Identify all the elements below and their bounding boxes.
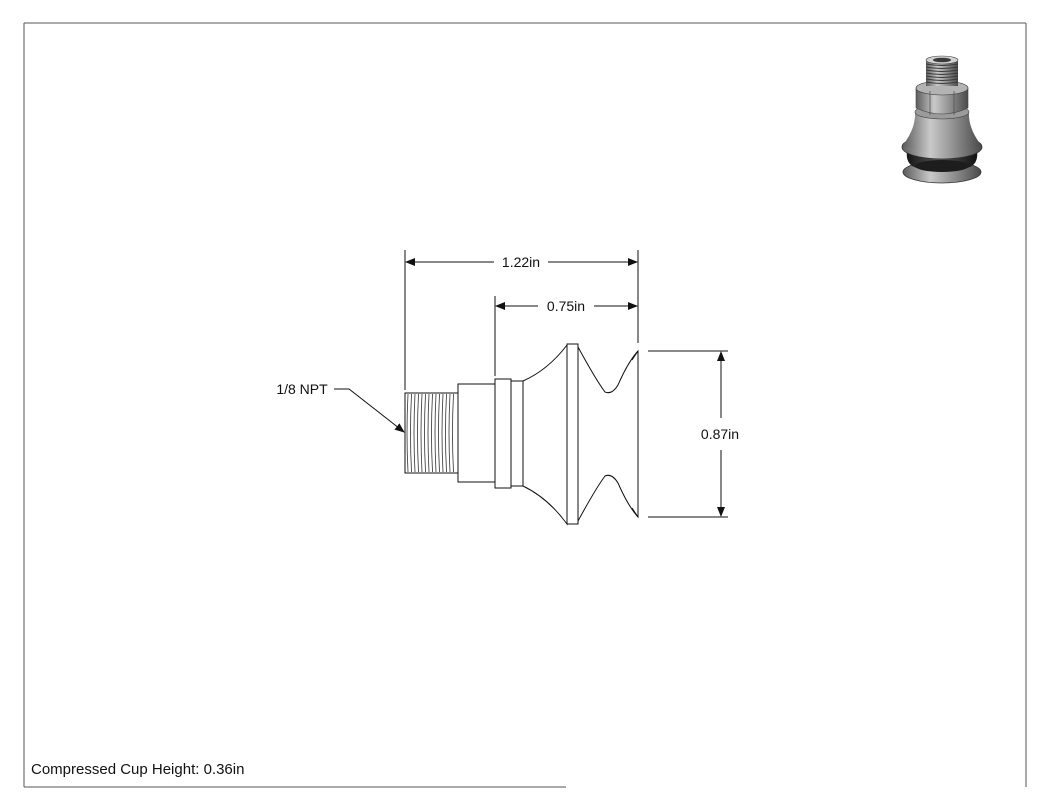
dimension-label-overall: 1.22in xyxy=(502,254,540,270)
dimension-label-cup-diameter: 0.87in xyxy=(701,426,739,442)
dimension-cup-length xyxy=(494,296,638,376)
bellow-flange xyxy=(566,343,579,525)
thread-callout-label: 1/8 NPT xyxy=(276,381,328,397)
ring xyxy=(494,378,512,489)
lower-bellow xyxy=(577,346,639,522)
thread-section xyxy=(404,392,459,474)
ring-inner xyxy=(510,380,524,487)
dimension-label-cup-length: 0.75in xyxy=(547,298,585,314)
upper-bellow xyxy=(522,343,568,526)
drawing-frame xyxy=(23,22,1027,788)
isometric-view xyxy=(901,55,983,184)
dimension-cup-diameter xyxy=(648,350,728,518)
thread-callout-leader xyxy=(334,388,405,433)
dimension-overall-length xyxy=(404,250,639,390)
compressed-cup-height-note: Compressed Cup Height: 0.36in xyxy=(31,761,245,778)
hex-collar xyxy=(457,383,496,483)
cup-profile xyxy=(404,343,639,526)
